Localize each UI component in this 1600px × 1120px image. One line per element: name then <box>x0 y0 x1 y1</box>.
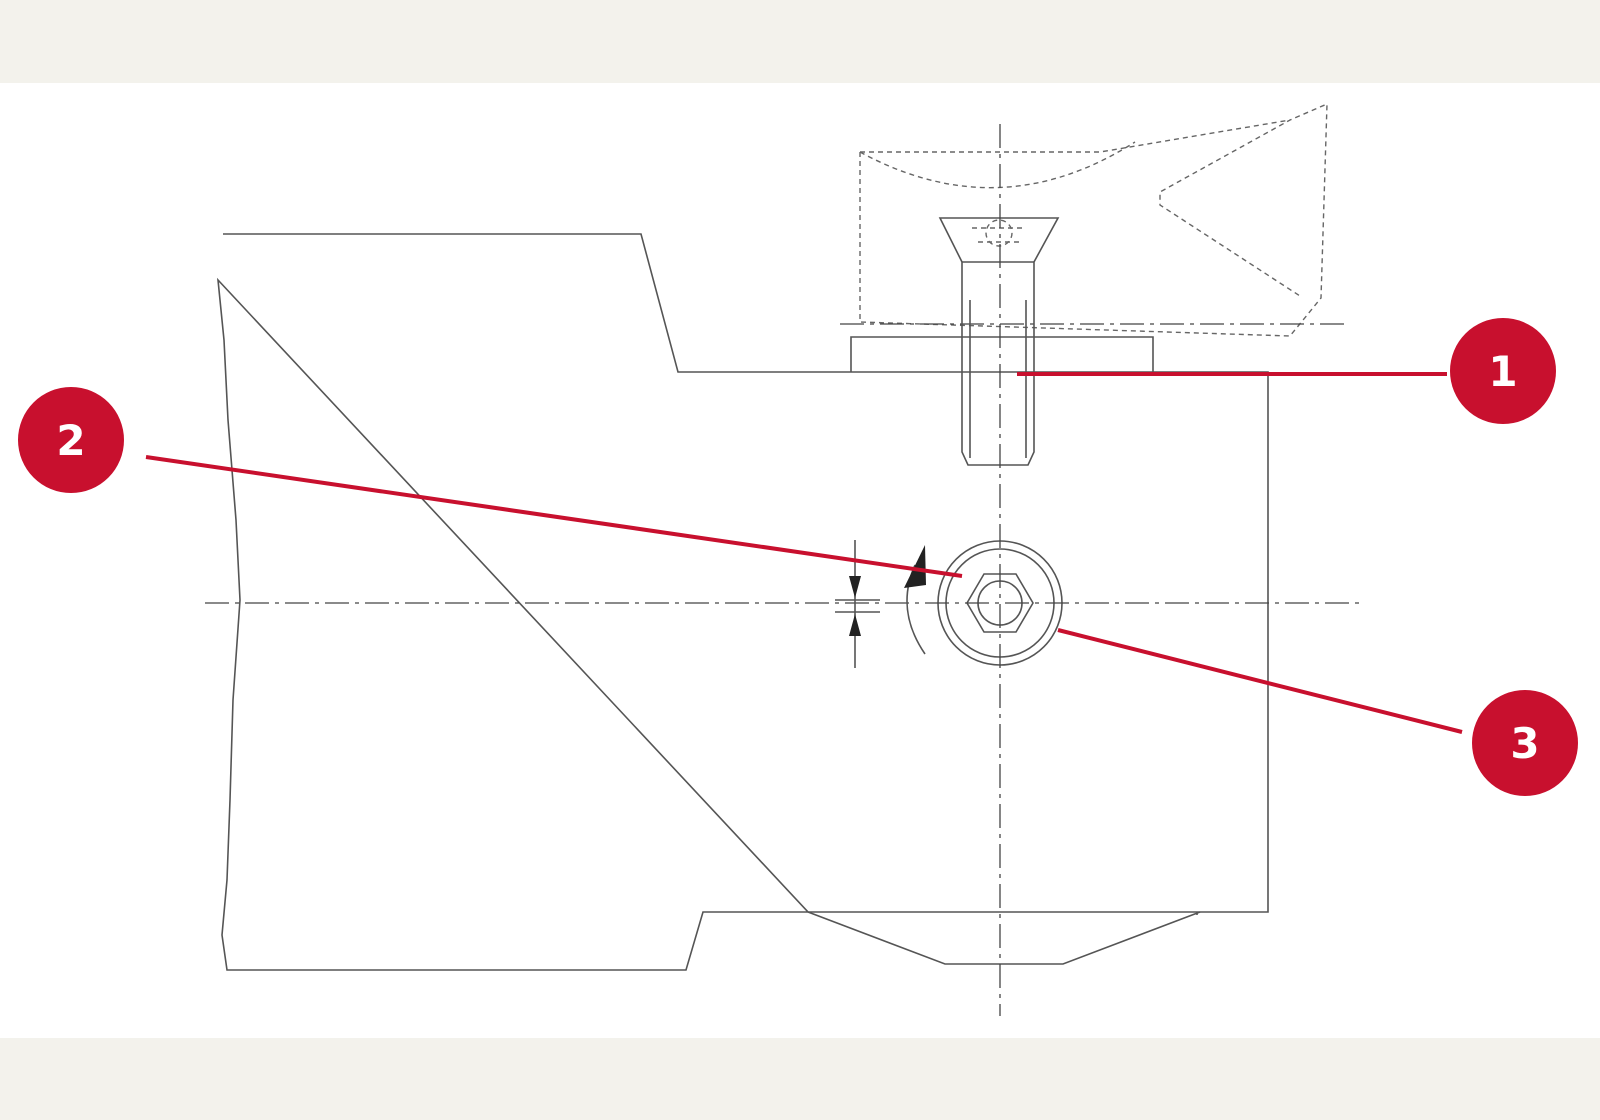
callout-3: 3 <box>1472 690 1578 796</box>
callout-number: 3 <box>1510 719 1539 768</box>
callout-3-leader <box>1057 628 1463 734</box>
callout-badge <box>18 387 124 493</box>
callout-number: 2 <box>56 416 85 465</box>
countersunk-screw <box>938 217 1060 466</box>
callout-2: 2 <box>18 387 124 493</box>
callout-1: 1 <box>1450 318 1556 424</box>
holder-body-outline <box>216 233 1269 971</box>
drawing-panel <box>0 83 1600 1038</box>
callout-2-leader <box>145 455 963 578</box>
adjustment-dimension <box>835 540 880 668</box>
rotation-arrow <box>904 545 926 655</box>
callout-number: 1 <box>1488 347 1517 396</box>
callout-badge <box>1472 690 1578 796</box>
insert-outline-dashed <box>859 102 1328 337</box>
bottom-v-guide <box>807 911 1201 965</box>
seat-plate <box>850 336 1154 372</box>
insert-arc-dashed <box>859 141 1136 189</box>
callout-badge <box>1450 318 1556 424</box>
